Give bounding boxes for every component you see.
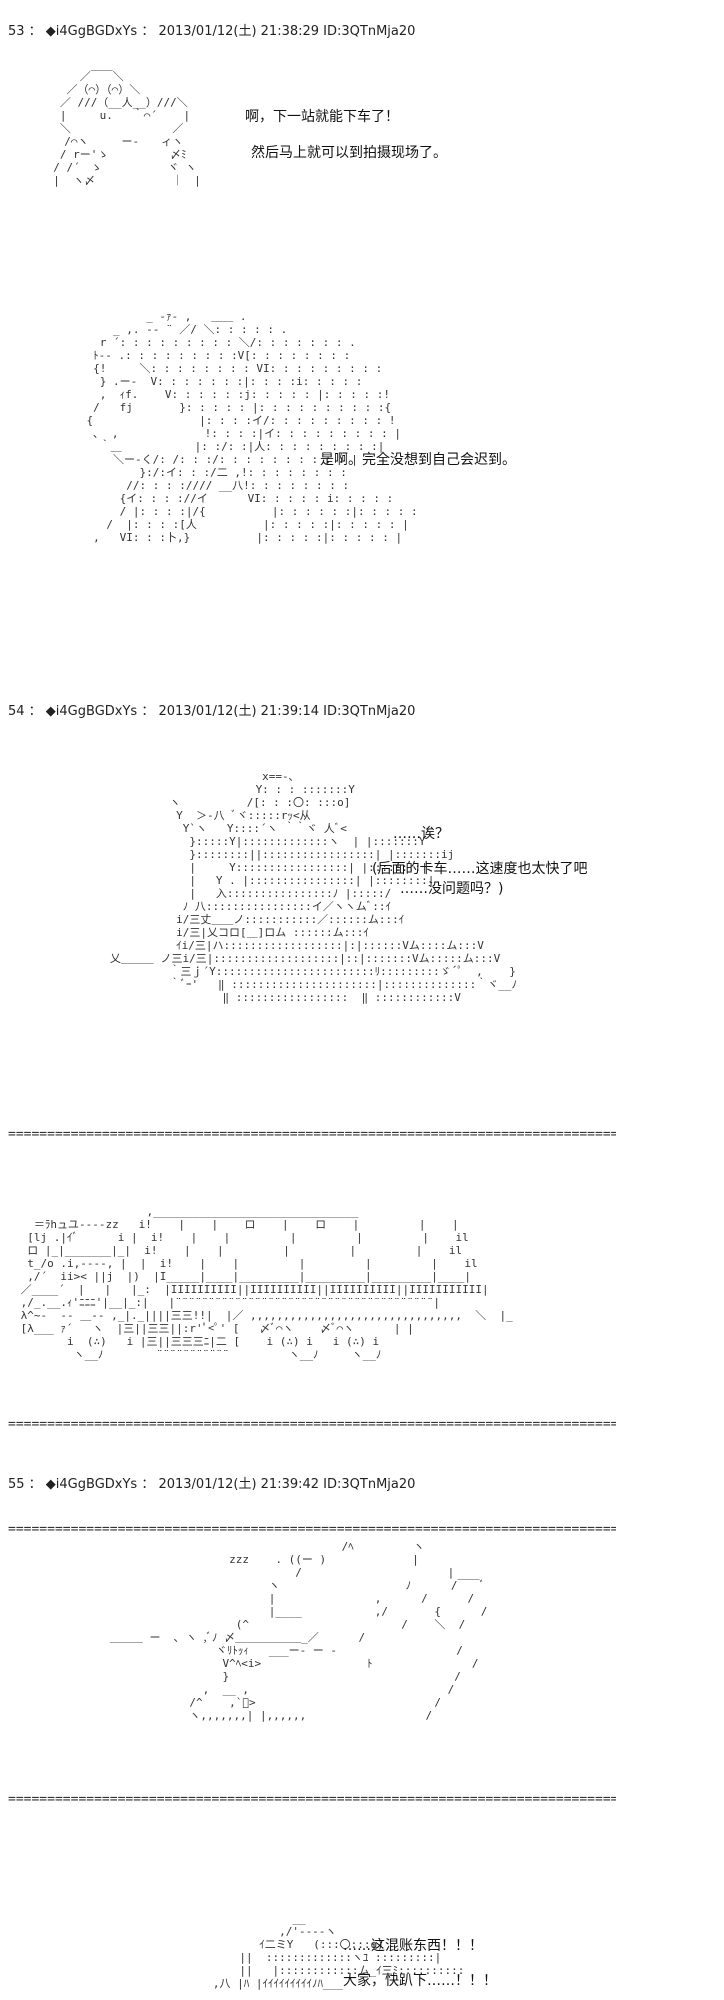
dialogue-line: 啊，下一站就能下车了！	[245, 109, 399, 125]
dialogue-line: 然后马上就可以到拍摄现场了。	[251, 145, 447, 161]
post-header-53: 53 ： ◆i4GgBGDxYs ： 2013/01/12(土) 21:38:2…	[8, 24, 416, 39]
ascii-art-sleeping-passenger: /ﾍ ヽ zzz . ((ー ) | / | ヽ ﾉ /￣￣ﾞ	[109, 1540, 488, 1722]
ascii-art-yaruo: ／￣￣＼ ／（⌒）（⌒）＼ ／ ///（__人__）///＼ | u. ｀⌒´ …	[53, 70, 201, 187]
dialogue-line: ……没问题吗？)	[372, 881, 504, 897]
ascii-art-yaranaio: _ -ｧ- , ＿＿ . _ ,. -‐ ¨ ／/ ＼: : : : : . r…	[86, 310, 418, 544]
dialogue-line: ……这混账东西！！！	[343, 1938, 483, 1954]
dialogue-line: 大家，快趴下……！！！	[343, 1973, 497, 1989]
divider-line: ========================================…	[8, 1127, 616, 1142]
dialogue-line: 是啊。完全没想到自己会迟到。	[320, 452, 516, 468]
dialogue-line: (后面的卡车……这速度也太快了吧	[372, 861, 588, 877]
divider-line: ========================================…	[8, 1522, 616, 1537]
ascii-art-character-on-train: x==-､ Y: : : :::::::Y ヽ /[: : :〇: :::o] …	[109, 770, 517, 1004]
ascii-art-character-shouting: __ ,/'‐‐‐‐ヽ ｲ二ミY (:::〇:::o) || :::::::::…	[212, 1912, 465, 1990]
post-header-55: 55 ： ◆i4GgBGDxYs ： 2013/01/12(土) 21:39:4…	[8, 1477, 416, 1492]
divider-line: ========================================…	[8, 1792, 616, 1807]
divider-line: ========================================…	[8, 1417, 616, 1432]
ascii-art-truck: ,_______________________________ ＝ﾗhュユ‐‐…	[20, 1205, 513, 1361]
post-header-54: 54 ： ◆i4GgBGDxYs ： 2013/01/12(土) 21:39:1…	[8, 704, 416, 719]
dialogue-line: ……诶？	[393, 826, 449, 842]
